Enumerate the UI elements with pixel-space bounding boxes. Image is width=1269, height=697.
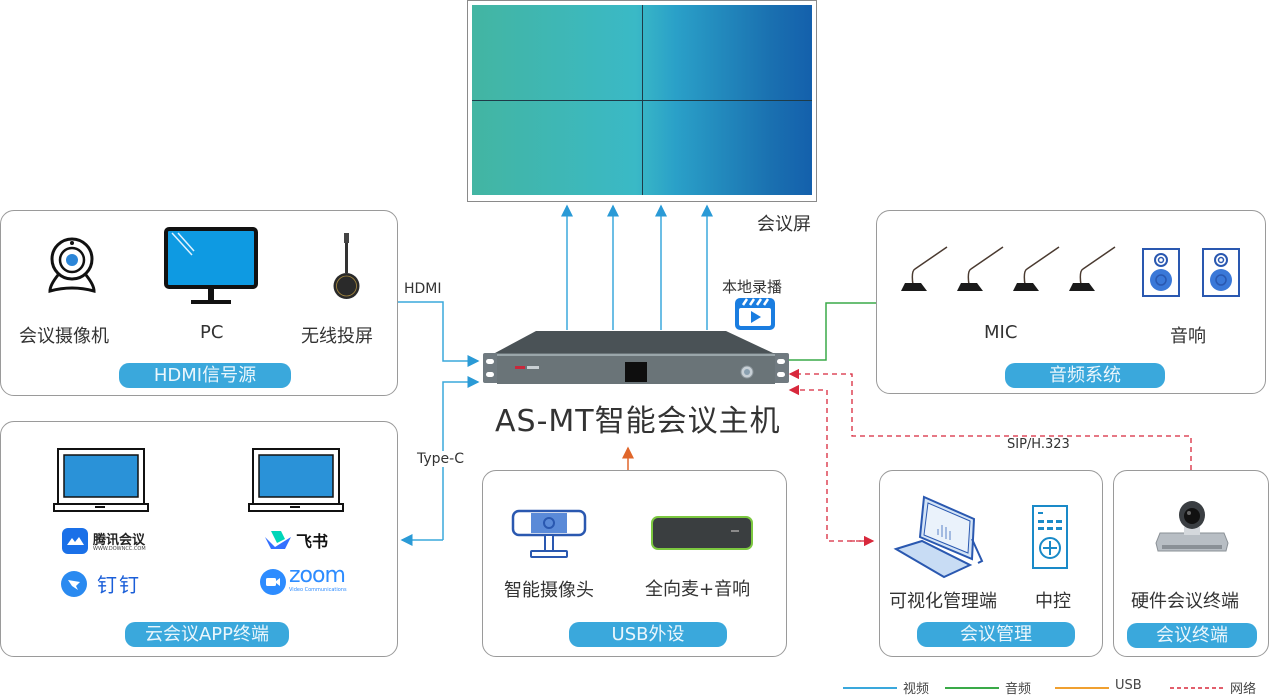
usb-peripheral-panel: 智能摄像头 全向麦+音响 USB外设 bbox=[482, 470, 787, 657]
hardware-terminal-camera-icon bbox=[1155, 501, 1229, 552]
mgmt-panel-title: 会议管理 bbox=[917, 622, 1075, 647]
usb-item-label: 智能摄像头 bbox=[504, 580, 594, 601]
hdmi-source-panel: 会议摄像机 PC 无线投屏 HDMI信号源 bbox=[0, 210, 398, 396]
omnidirectional-mic-speaker-icon bbox=[651, 516, 753, 550]
tencent-meeting-name: 腾讯会议 bbox=[93, 533, 146, 548]
zoom-name: zoom bbox=[289, 563, 346, 588]
hdmi-line bbox=[398, 301, 480, 367]
conference-camera-icon bbox=[48, 237, 96, 293]
typec-line-in bbox=[442, 376, 480, 540]
legend-swatch-usb bbox=[1055, 687, 1109, 689]
cloud-app-panel: 腾讯会议 WWW.DOWNCC.COM 飞书 钉钉 zoom Video Com… bbox=[0, 421, 398, 657]
smart-camera-icon bbox=[511, 509, 587, 558]
visual-management-tablet-icon bbox=[893, 495, 984, 579]
legend-label-network: 网络 bbox=[1230, 682, 1257, 697]
legend-swatch-network bbox=[1170, 687, 1224, 689]
feishu-logo-icon bbox=[265, 531, 291, 549]
dingtalk-name: 钉钉 bbox=[97, 573, 141, 597]
network-line-sip bbox=[788, 368, 1192, 470]
microphone-icon bbox=[1069, 246, 1116, 291]
cloud-app-panel-title: 云会议APP终端 bbox=[125, 622, 289, 647]
audio-panel-title: 音频系统 bbox=[1005, 363, 1165, 388]
audio-line bbox=[786, 302, 876, 361]
usb-item-label: 全向麦+音响 bbox=[645, 579, 751, 600]
dingtalk-logo-icon bbox=[61, 571, 87, 597]
terminal-item-label: 硬件会议终端 bbox=[1131, 591, 1239, 612]
record-label: 本地录播 bbox=[722, 278, 783, 296]
mgmt-item-label: 可视化管理端 bbox=[889, 591, 997, 612]
host-title: AS-MT智能会议主机 bbox=[495, 404, 781, 439]
hdmi-item-label: 会议摄像机 bbox=[19, 326, 109, 347]
screen-label: 会议屏 bbox=[757, 214, 811, 235]
host-device bbox=[483, 331, 789, 384]
meeting-terminal-panel: 硬件会议终端 会议终端 bbox=[1113, 470, 1269, 657]
laptop-icon bbox=[248, 448, 344, 512]
legend-label-audio: 音频 bbox=[1005, 682, 1032, 697]
feishu-name: 飞书 bbox=[296, 532, 329, 551]
laptop-icon bbox=[53, 448, 149, 512]
hdmi-item-label: 无线投屏 bbox=[301, 326, 373, 347]
central-control-remote-icon bbox=[1032, 505, 1068, 569]
sip-connection-label: SIP/H.323 bbox=[1007, 437, 1070, 452]
tencent-meeting-logo-icon bbox=[62, 528, 88, 554]
tencent-meeting-sub: WWW.DOWNCC.COM bbox=[93, 546, 146, 552]
speaker-label: 音响 bbox=[1170, 326, 1206, 347]
screen-divider-horizontal bbox=[472, 100, 812, 101]
pc-monitor-icon bbox=[164, 227, 258, 304]
speaker-icon bbox=[1202, 248, 1240, 297]
mgmt-item-label: 中控 bbox=[1035, 591, 1071, 612]
microphone-icon bbox=[1013, 246, 1060, 291]
meeting-management-panel: 可视化管理端 中控 会议管理 bbox=[879, 470, 1103, 657]
hdmi-connection-label: HDMI bbox=[404, 281, 442, 297]
hdmi-item-label: PC bbox=[200, 322, 224, 343]
legend: 视频 音频 USB 网络 bbox=[840, 677, 1269, 697]
legend-swatch-video bbox=[843, 687, 897, 689]
hdmi-panel-title: HDMI信号源 bbox=[119, 363, 291, 388]
local-record-icon bbox=[735, 298, 775, 330]
wireless-projection-dongle-icon bbox=[333, 233, 360, 299]
zoom-logo-icon bbox=[260, 569, 286, 595]
usb-panel-title: USB外设 bbox=[569, 622, 727, 647]
microphone-icon bbox=[957, 246, 1004, 291]
audio-system-panel: MIC 音响 音频系统 bbox=[876, 210, 1266, 394]
legend-label-video: 视频 bbox=[903, 682, 930, 697]
legend-swatch-audio bbox=[945, 687, 999, 689]
mic-label: MIC bbox=[984, 322, 1018, 343]
typec-connection-label: Type-C bbox=[417, 451, 464, 467]
video-wall-screen bbox=[467, 0, 817, 202]
microphone-icon bbox=[901, 246, 948, 291]
terminal-panel-title: 会议终端 bbox=[1127, 623, 1257, 648]
network-line-mgmt bbox=[788, 384, 870, 542]
zoom-sub: Video Communications bbox=[289, 587, 347, 593]
video-wall-display bbox=[472, 5, 812, 195]
video-lines-to-screen bbox=[561, 204, 713, 330]
speaker-icon bbox=[1142, 248, 1180, 297]
legend-label-usb: USB bbox=[1115, 678, 1142, 693]
